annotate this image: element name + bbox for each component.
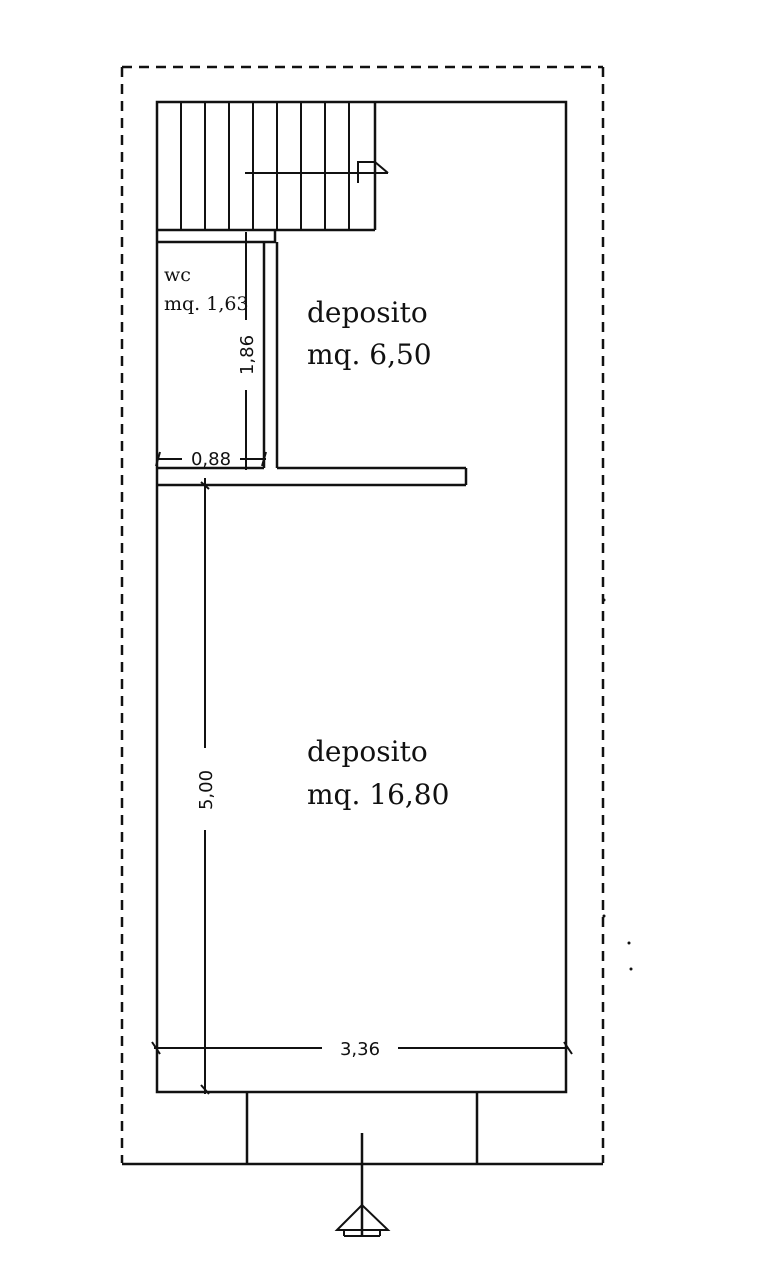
outer-wall [155,100,568,1094]
property-boundary [120,65,605,1166]
upper-deposito-name-label: deposito [307,296,428,329]
dimension-wc-width: 0,88 [155,449,267,470]
dimension-wc-height: 1,86 [237,232,258,470]
wc-area-label: mq. 1,63 [164,293,249,315]
dim-label-room-height: 5,00 [196,770,217,810]
stair-direction-arrow-icon [245,161,389,183]
dim-label-wc-height: 1,86 [237,335,258,375]
staircase [157,102,389,232]
dimension-room-height: 5,00 [196,478,217,1095]
lower-deposito-area-label: mq. 16,80 [307,778,449,811]
lower-deposito-name-label: deposito [307,735,428,768]
upper-deposito-area-label: mq. 6,50 [307,338,432,371]
entrance-arrow-icon [334,1133,391,1237]
entrance [245,1092,479,1164]
wc-name-label: wc [164,264,191,286]
wc-partition [157,230,468,487]
dim-label-wc-width: 0,88 [191,449,231,470]
dimension-room-width: 3,36 [151,1039,573,1060]
scan-marks [602,598,633,971]
dim-label-room-width: 3,36 [340,1039,380,1060]
